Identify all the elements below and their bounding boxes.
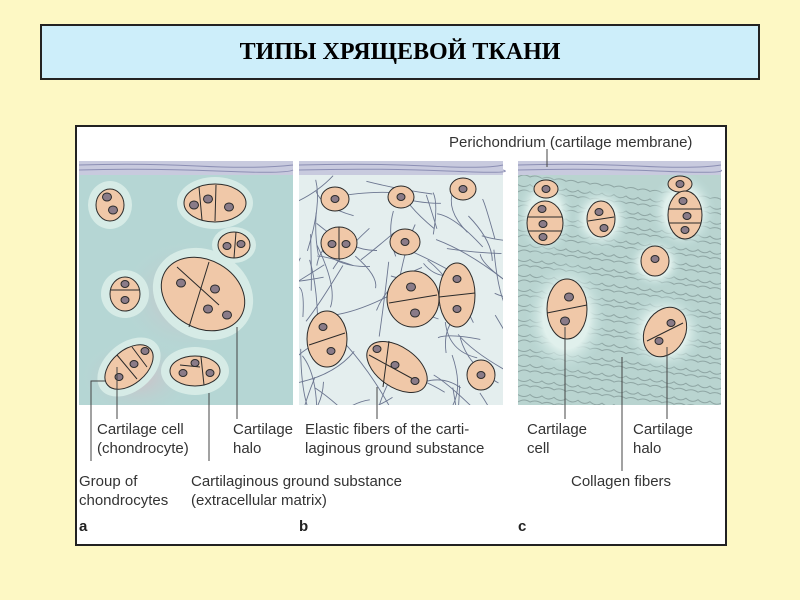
page-title: ТИПЫ ХРЯЩЕВОЙ ТКАНИ	[239, 38, 561, 65]
elastic-fiber	[302, 355, 318, 405]
elastic-fiber	[346, 344, 390, 405]
panel-letter-c: c	[518, 518, 526, 535]
elastic-fiber	[390, 210, 397, 257]
label-cartilage-cell-c: Cartilage	[527, 421, 587, 438]
label-cell-c: cell	[527, 440, 550, 457]
panel-letter-a: a	[79, 518, 88, 535]
cartilage-figure: Perichondrium (cartilage membrane) Carti…	[75, 125, 727, 546]
label-ground-substance: Cartilaginous ground substance	[191, 473, 402, 490]
label-collagen-fibers: Collagen fibers	[571, 473, 671, 490]
leader-lines	[90, 149, 668, 471]
label-halo-a: halo	[233, 440, 261, 457]
elastic-fiber	[494, 314, 503, 330]
elastic-fiber	[468, 215, 493, 261]
elastic-fiber	[444, 321, 478, 359]
elastic-fiber	[482, 198, 496, 239]
label-chondrocytes: chondrocytes	[79, 492, 168, 509]
perichondrium-a	[79, 161, 293, 175]
elastic-fiber	[315, 212, 319, 256]
label-extracellular-matrix: (extracellular matrix)	[191, 492, 327, 509]
elastic-fiber	[437, 213, 484, 248]
elastic-fiber	[479, 392, 488, 405]
collagen-fiber	[518, 369, 721, 396]
perichondrium-fibers	[78, 163, 722, 173]
label-cartilage-halo-c: Cartilage	[633, 421, 693, 438]
elastic-fiber	[493, 249, 503, 302]
elastic-fiber	[437, 335, 481, 340]
title-box: ТИПЫ ХРЯЩЕВОЙ ТКАНИ	[40, 24, 760, 80]
label-cartilage-cell: Cartilage cell	[97, 421, 184, 438]
elastic-fiber	[425, 194, 438, 229]
elastic-fiber	[377, 397, 393, 405]
label-group-of: Group of	[79, 473, 138, 490]
perichondrium-b	[299, 161, 503, 175]
label-halo-c: halo	[633, 440, 661, 457]
elastic-fiber	[310, 234, 312, 291]
label-ground-substance-b: laginous ground substance	[305, 440, 484, 457]
elastic-fiber	[300, 348, 308, 405]
elastic-fibers	[299, 175, 503, 405]
elastic-fiber	[494, 292, 503, 297]
chondrocytes-a	[95, 183, 251, 390]
elastic-fiber	[305, 265, 344, 322]
collagen-fiber	[518, 399, 573, 405]
panel-a-hyaline	[79, 177, 257, 405]
elastic-fiber	[299, 264, 325, 282]
collagen-fiber	[518, 378, 721, 405]
elastic-fiber	[452, 387, 457, 405]
label-chondrocyte: (chondrocyte)	[97, 440, 189, 457]
elastic-fiber	[451, 354, 459, 405]
elastic-fiber	[479, 254, 503, 280]
elastic-fiber	[446, 248, 502, 255]
collagen-fiber	[518, 393, 616, 405]
elastic-fiber	[457, 334, 503, 370]
elastic-fiber	[352, 399, 370, 405]
elastic-fiber	[299, 276, 324, 282]
label-perichondrium: Perichondrium (cartilage membrane)	[449, 134, 692, 151]
label-cartilage-halo-a: Cartilage	[233, 421, 293, 438]
perichondrium-c	[518, 161, 721, 175]
chondrocyte	[109, 276, 141, 312]
chondrocytes-b	[306, 177, 496, 393]
panel-b-elastic	[299, 175, 503, 405]
chondrocytes-c	[526, 175, 703, 358]
elastic-fiber	[299, 286, 304, 318]
elastic-fiber	[433, 374, 471, 405]
elastic-fiber	[304, 376, 316, 405]
chondrocyte-group	[169, 355, 221, 387]
figure-svg: Perichondrium (cartilage membrane) Carti…	[78, 134, 722, 535]
panel-letter-b: b	[299, 518, 308, 535]
elastic-fiber	[481, 235, 503, 241]
panel-c-fibrous	[518, 175, 721, 405]
elastic-fiber	[316, 245, 333, 308]
elastic-fiber	[314, 387, 338, 405]
collagen-fiber	[518, 384, 695, 405]
elastic-fiber	[299, 351, 355, 383]
label-elastic-fibers: Elastic fibers of the carti-	[305, 421, 469, 438]
elastic-fiber	[317, 255, 354, 266]
elastic-fiber	[458, 385, 461, 405]
elastic-fiber	[355, 255, 377, 289]
elastic-fiber	[432, 192, 437, 235]
elastic-fiber	[299, 175, 334, 202]
elastic-fiber	[306, 179, 318, 252]
perichondrium-layer	[78, 161, 722, 175]
elastic-fiber	[317, 381, 324, 405]
elastic-fiber	[360, 232, 395, 261]
